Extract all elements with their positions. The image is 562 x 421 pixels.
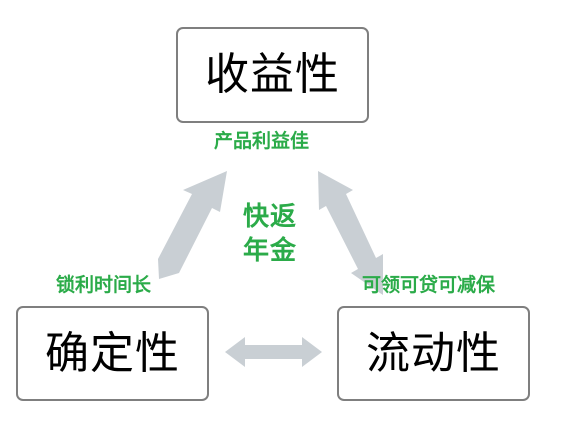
arrow-top-right-double (318, 171, 383, 295)
annotation-center-line1: 快返 (243, 202, 298, 232)
annotation-center: 快返 年金 (243, 200, 297, 268)
arrow-left-right-double (225, 337, 322, 367)
node-profitability-label: 收益性 (205, 49, 340, 100)
node-certainty: 确定性 (16, 306, 209, 401)
node-profitability: 收益性 (176, 27, 369, 123)
node-certainty-label: 确定性 (45, 327, 180, 379)
node-liquidity: 流动性 (337, 306, 530, 401)
node-liquidity-label: 流动性 (366, 327, 501, 379)
annotation-certainty: 锁利时间长 (56, 274, 152, 296)
annotation-liquidity: 可领可贷可减保 (362, 274, 496, 296)
annotation-profitability: 产品利益佳 (214, 130, 310, 152)
annotation-center-line2: 年金 (243, 236, 298, 266)
arrow-top-left-double (158, 171, 227, 279)
